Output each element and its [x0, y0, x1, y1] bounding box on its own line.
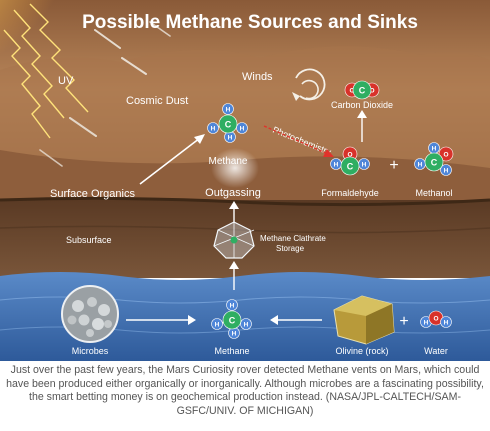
uv-label: UV: [58, 75, 74, 87]
hydrogen-atom-symbol: H: [334, 162, 339, 169]
diagram-title: Possible Methane Sources and Sinks: [82, 12, 418, 33]
winds-arrowhead: [292, 92, 300, 101]
figure-caption: Just over the past few years, the Mars C…: [6, 364, 484, 417]
water-label: Water: [424, 346, 448, 356]
cosmic-dust-streak: [94, 29, 121, 49]
carbon-atom-symbol: C: [229, 316, 236, 326]
photochemistry-arrowhead: [323, 149, 334, 157]
cosmic-dust-streak: [69, 117, 97, 137]
clathrate-cage: [213, 221, 255, 259]
oxygen-atom: [438, 146, 454, 162]
microbes-image: [61, 285, 119, 343]
hydrogen-atom-symbol: H: [215, 322, 220, 329]
carbon-atom: [424, 152, 444, 172]
clathrate-label-line2: Storage: [276, 244, 305, 253]
winds-swirl: [295, 68, 326, 101]
carbon-atom: [218, 114, 238, 134]
uv-ray: [3, 29, 51, 139]
carbon-atom: [340, 156, 360, 176]
microbes-label: Microbes: [72, 346, 109, 356]
strata-line: [0, 225, 490, 234]
arrowhead: [188, 315, 196, 325]
arrowhead: [357, 110, 367, 118]
carbon-atom-symbol: C: [225, 120, 232, 130]
hydrogen-atom-symbol: H: [226, 107, 231, 114]
methanol-label: Methanol: [415, 188, 452, 198]
cosmic-dust-streak: [39, 149, 63, 167]
outgassing-label: Outgassing: [205, 187, 261, 199]
hydrogen-atom-symbol: H: [211, 126, 216, 133]
clathrate-label-line1: Methane Clathrate: [260, 234, 326, 243]
hydrogen-atom-symbol: H: [432, 146, 437, 153]
arrowhead: [194, 134, 205, 144]
hydrogen-atom-symbol: H: [418, 162, 423, 169]
hydrogen-atom: [207, 122, 219, 134]
hydrogen-atom-symbol: H: [230, 303, 235, 310]
hydrogen-atom: [211, 318, 223, 330]
olivine-label: Olivine (rock): [335, 346, 388, 356]
hydrogen-atom: [440, 316, 452, 328]
subsurface-region: [0, 200, 490, 278]
carbon-dioxide-molecule: O OC: [344, 80, 380, 100]
hydrogen-atom-symbol: H: [362, 162, 367, 169]
cosmic-dust-streak: [149, 21, 171, 37]
uv-ray: [29, 3, 89, 113]
olivine-rock-image: [333, 295, 395, 345]
carbon-atom-symbol: C: [359, 86, 366, 96]
carbon-dioxide-label: Carbon Dioxide: [331, 100, 393, 110]
hydrogen-atom-symbol: H: [232, 331, 237, 338]
oxygen-atom-symbol: O: [433, 316, 438, 323]
surface-organics-arrow: [139, 137, 201, 185]
photochemistry-arrow: [263, 125, 329, 155]
hydrogen-atom-symbol: H: [444, 320, 449, 327]
plus-sign: +: [399, 313, 408, 330]
hydrogen-atom-symbol: H: [244, 322, 249, 329]
sun-glow: [0, 0, 75, 75]
methane-bottom-label: Methane: [214, 346, 249, 356]
hydrogen-atom-symbol: H: [424, 320, 429, 327]
carbon-atom-symbol: C: [347, 162, 354, 172]
arrowhead: [229, 201, 239, 209]
hydrogen-atom: [240, 318, 252, 330]
hydrogen-atom: [222, 103, 234, 115]
surface-organics-label: Surface Organics: [50, 188, 135, 200]
carbon-atom: [222, 310, 242, 330]
cosmic-dust-streak: [121, 57, 147, 75]
subsurface-label: Subsurface: [66, 235, 112, 245]
uv-ray: [13, 9, 65, 119]
surface-line: [0, 196, 490, 207]
oxygen-atom-symbol: O: [347, 152, 352, 159]
oxygen-atom-symbol: O: [349, 88, 354, 95]
hydrogen-atom: [226, 299, 238, 311]
hydrogen-atom: [440, 164, 452, 176]
water-molecule: HOH: [420, 310, 452, 328]
arrowhead: [229, 261, 239, 269]
carbon-atom: [352, 80, 372, 100]
formaldehyde-label: Formaldehyde: [321, 188, 379, 198]
hydrogen-atom-symbol: H: [228, 135, 233, 142]
winds-swirl: [301, 79, 319, 100]
winds-label: Winds: [242, 71, 273, 83]
methane-diagram: Possible Methane Sources and Sinks UV Co…: [0, 0, 490, 361]
plus-sign: +: [389, 157, 398, 174]
hydrogen-atom-symbol: H: [240, 126, 245, 133]
oxygen-atom-symbol: O: [369, 88, 374, 95]
hydrogen-atom-symbol: H: [444, 168, 449, 175]
formaldehyde-molecule: H H OC: [330, 146, 370, 176]
outgassing-cloud: [211, 148, 259, 188]
cosmic-dust-label: Cosmic Dust: [126, 95, 188, 107]
hydrogen-atom: [236, 122, 248, 134]
arrowhead: [270, 315, 278, 325]
carbon-atom-symbol: C: [431, 158, 438, 168]
oxygen-atom-symbol: O: [443, 152, 448, 159]
